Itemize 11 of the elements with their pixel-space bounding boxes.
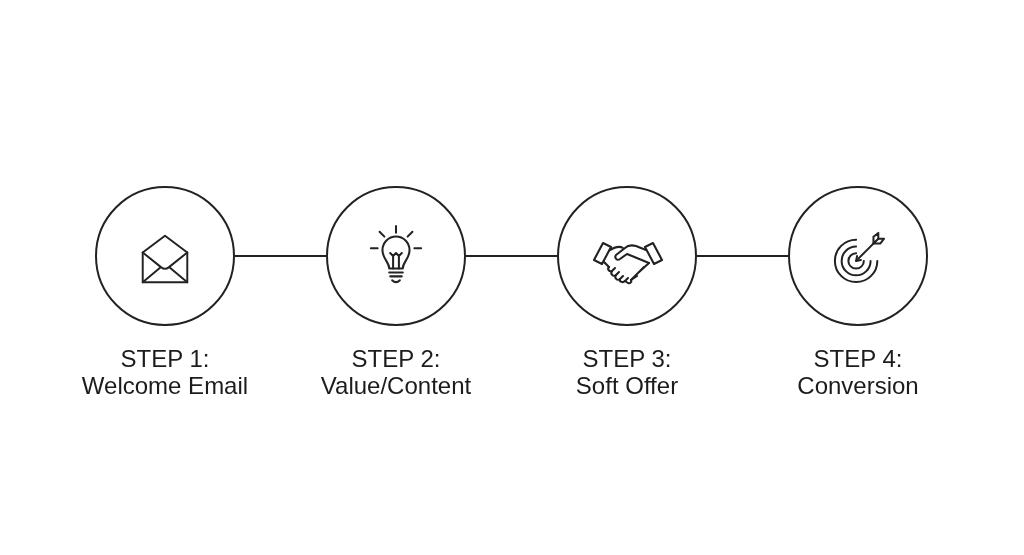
connector-line <box>696 255 789 257</box>
connector-line <box>465 255 558 257</box>
step-title: Conversion <box>797 371 919 399</box>
step-title: Value/Content <box>320 371 472 399</box>
step-heading: STEP 4: <box>813 344 903 372</box>
step-heading: STEP 1: <box>120 344 210 372</box>
step-heading: STEP 2: <box>351 344 441 372</box>
step-title: Soft Offer <box>575 371 679 399</box>
step-heading: STEP 3: <box>582 344 672 372</box>
connector-line <box>234 255 327 257</box>
step-title: Welcome Email <box>81 371 249 399</box>
